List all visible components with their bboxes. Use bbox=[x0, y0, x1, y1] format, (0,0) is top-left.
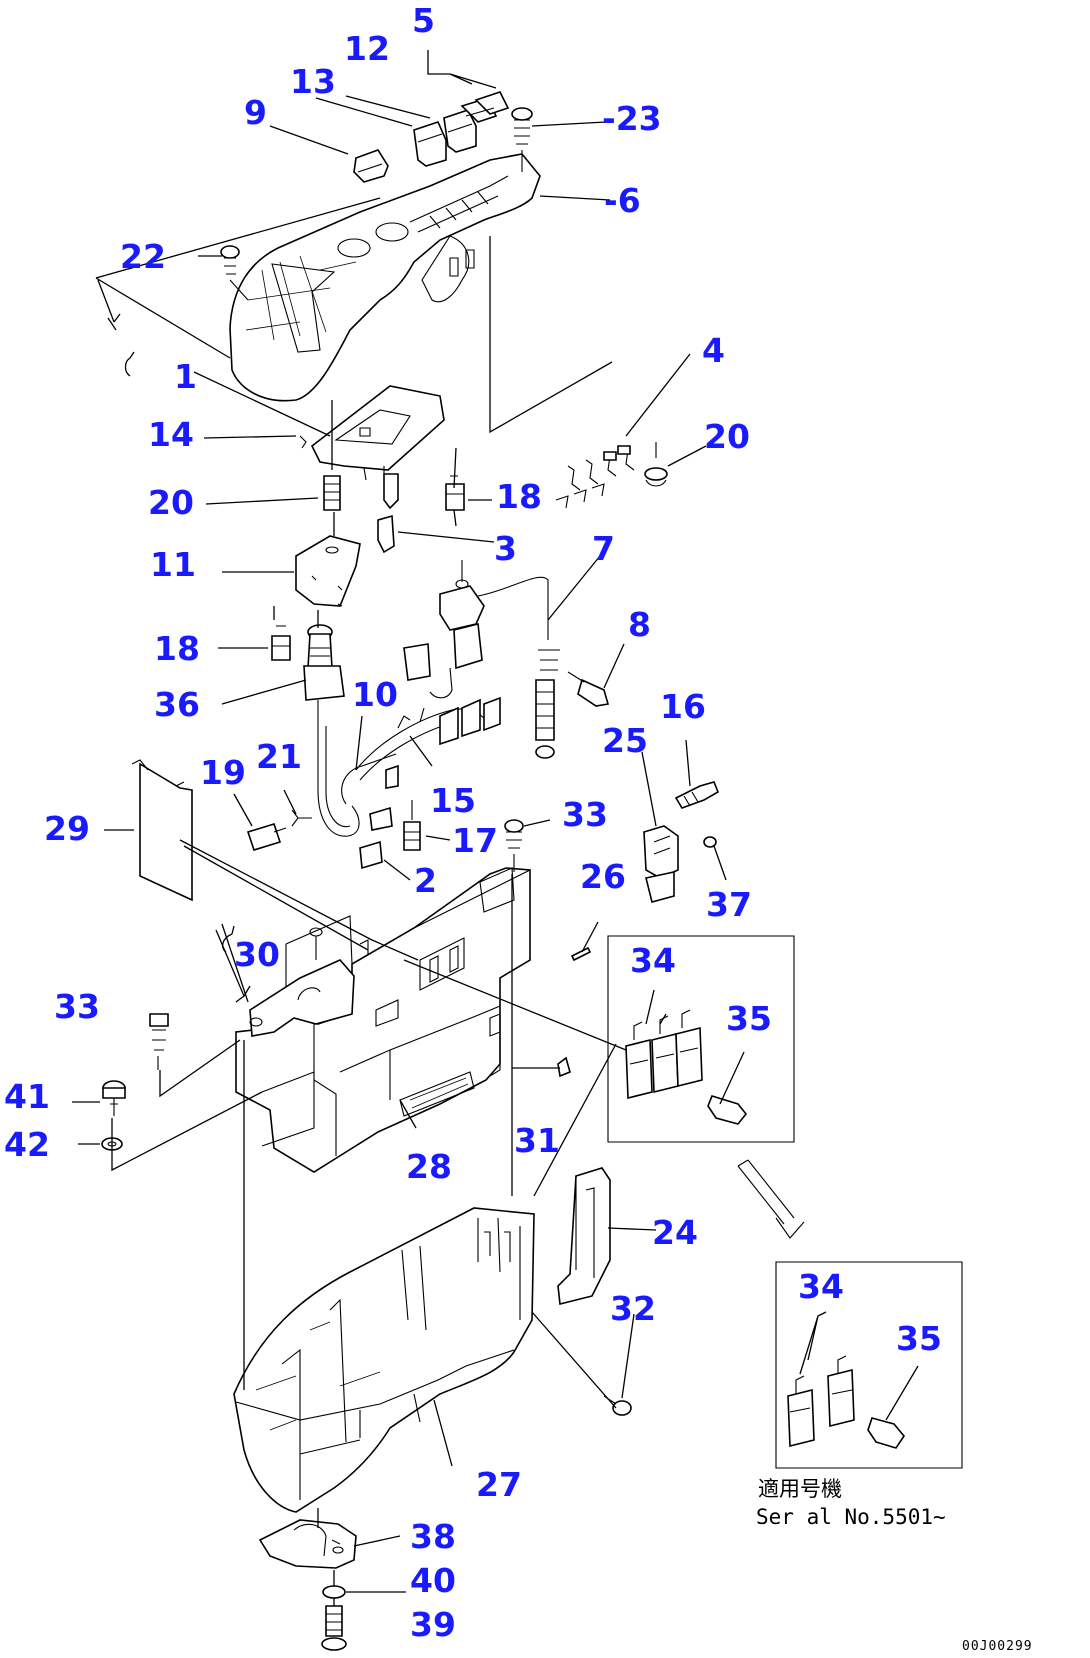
callout-27: 27 bbox=[476, 1465, 522, 1504]
callout-13: 13 bbox=[290, 62, 336, 101]
callout-6: -6 bbox=[604, 181, 641, 220]
bracket-38 bbox=[260, 1520, 356, 1568]
sensor-7 bbox=[404, 560, 548, 698]
callout-4: 4 bbox=[702, 331, 725, 370]
callout-39: 39 bbox=[410, 1605, 456, 1644]
callout-10: 36 bbox=[154, 685, 200, 724]
callout-25: 25 bbox=[602, 721, 648, 760]
panel-29 bbox=[132, 760, 192, 900]
bolt-20a bbox=[324, 476, 340, 510]
callout-41: 41 bbox=[4, 1077, 50, 1116]
bracket-11 bbox=[296, 536, 360, 606]
connector-2 bbox=[360, 842, 382, 868]
callout-24: 24 bbox=[652, 1213, 698, 1252]
callout-2: 2 bbox=[414, 861, 437, 900]
callout-1: 1 bbox=[174, 357, 197, 396]
plate-24 bbox=[558, 1168, 610, 1304]
harness-15 bbox=[356, 698, 500, 780]
callout-34-box2: 34 bbox=[798, 1267, 844, 1306]
screw-37 bbox=[704, 837, 716, 847]
callout-22: 22 bbox=[120, 237, 166, 276]
grommet-20b bbox=[645, 442, 667, 486]
clip-31 bbox=[558, 1058, 570, 1076]
bolt-33b bbox=[150, 1014, 168, 1070]
switch-10 bbox=[304, 625, 344, 720]
detail-box-1 bbox=[608, 936, 794, 1142]
clip-18b bbox=[272, 626, 290, 660]
callout-18-lower: 18 bbox=[154, 629, 200, 668]
bolt-17 bbox=[404, 800, 420, 850]
callout-28: 28 bbox=[406, 1147, 452, 1186]
callout-14: 14 bbox=[148, 415, 194, 454]
switch-5 bbox=[462, 92, 508, 122]
callout-12: 12 bbox=[344, 29, 390, 68]
callouts: 5 12 13 9 -23 -6 22 1 4 14 20 20 18 3 11… bbox=[4, 1, 942, 1644]
callout-19: 19 bbox=[200, 753, 246, 792]
callout-31: 31 bbox=[514, 1121, 560, 1160]
callout-7: 7 bbox=[592, 529, 615, 568]
relay-25 bbox=[644, 826, 678, 902]
lower-cover-27 bbox=[234, 1208, 534, 1512]
bolt-36 bbox=[676, 782, 718, 808]
clip-18a bbox=[446, 476, 464, 510]
bracket-30 bbox=[250, 928, 354, 1036]
callout-23: -23 bbox=[602, 99, 662, 138]
switch-13 bbox=[414, 122, 446, 166]
callout-29: 29 bbox=[44, 809, 90, 848]
connector-set-4 bbox=[556, 446, 634, 508]
plate-1 bbox=[300, 386, 444, 480]
stay-3 bbox=[378, 474, 398, 552]
callout-36: 16 bbox=[660, 687, 706, 726]
pin-26 bbox=[572, 948, 590, 960]
callout-11: 11 bbox=[150, 545, 196, 584]
callout-33-lower: 33 bbox=[54, 987, 100, 1026]
rod-assembly bbox=[536, 650, 560, 758]
callout-32: 32 bbox=[610, 1289, 656, 1328]
leader-lines bbox=[72, 50, 918, 1606]
callout-18-upper: 18 bbox=[496, 477, 542, 516]
bolt-33a bbox=[505, 820, 523, 872]
clamp-21 bbox=[292, 810, 312, 826]
callout-33-upper: 33 bbox=[562, 795, 608, 834]
screw-23 bbox=[512, 108, 532, 172]
callout-20-left: 20 bbox=[148, 483, 194, 522]
bolt-39 bbox=[322, 1606, 346, 1650]
callout-40: 40 bbox=[410, 1561, 456, 1600]
callout-38: 38 bbox=[410, 1517, 456, 1556]
serial-number-label: Ser al No.5501~ bbox=[756, 1505, 946, 1529]
callout-21: 21 bbox=[256, 737, 302, 776]
callout-16: 10 bbox=[352, 675, 398, 714]
connector-19 bbox=[248, 824, 286, 850]
callout-20-right: 20 bbox=[704, 417, 750, 456]
callout-26: 26 bbox=[580, 857, 626, 896]
applicability-label: 適用号機 bbox=[758, 1477, 842, 1501]
callout-35-box2: 35 bbox=[896, 1319, 942, 1358]
washer-40 bbox=[323, 1586, 345, 1598]
harness-main bbox=[318, 720, 398, 836]
callout-3: 3 bbox=[494, 529, 517, 568]
callout-9: 9 bbox=[244, 93, 267, 132]
callout-8: 8 bbox=[628, 605, 651, 644]
callout-37: 37 bbox=[706, 885, 752, 924]
callout-5: 5 bbox=[412, 1, 435, 40]
detail-box-2 bbox=[776, 1262, 962, 1468]
console-top-cover bbox=[230, 154, 540, 401]
callout-34-box1: 34 bbox=[630, 941, 676, 980]
drawing-id: 00J00299 bbox=[962, 1639, 1033, 1654]
view-arrow bbox=[738, 1160, 804, 1238]
callout-30: 30 bbox=[234, 935, 280, 974]
screw-22 bbox=[221, 246, 248, 300]
callout-17: 17 bbox=[452, 821, 498, 860]
callout-35-box1: 35 bbox=[726, 999, 772, 1038]
callout-42: 42 bbox=[4, 1125, 50, 1164]
pin-8 bbox=[568, 672, 608, 706]
callout-15: 15 bbox=[430, 781, 476, 820]
bolt-41 bbox=[103, 1081, 125, 1116]
switch-9 bbox=[354, 150, 388, 182]
